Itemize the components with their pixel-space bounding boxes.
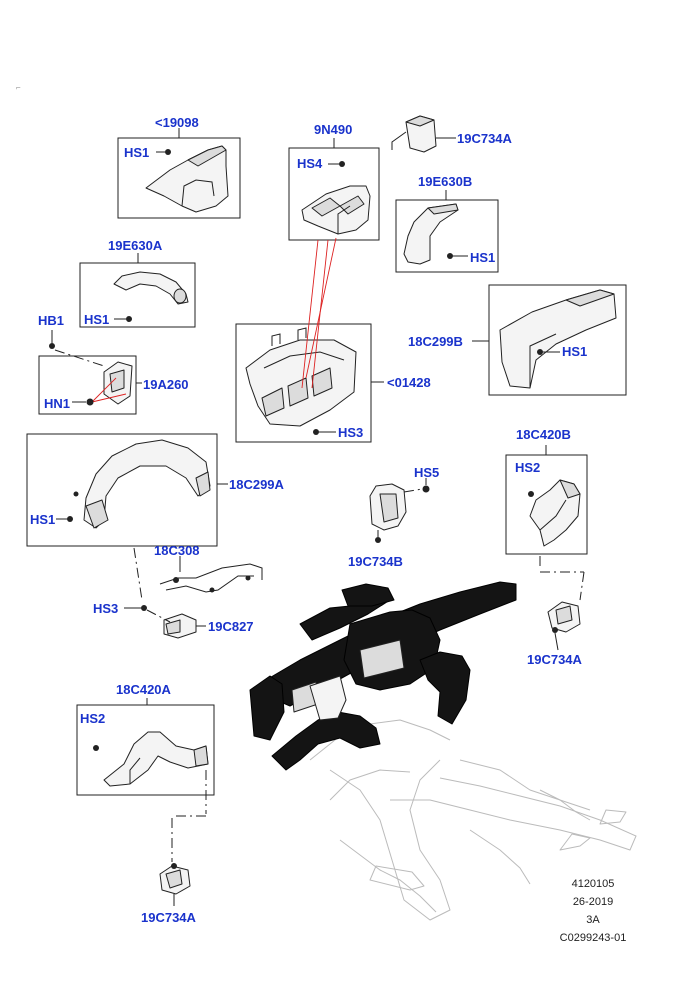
part-group-18C299B (472, 284, 627, 396)
label-hs4: HS4 (297, 156, 323, 171)
label-18C308: 18C308 (154, 543, 200, 558)
meta-line-1: 4120105 (571, 878, 615, 890)
label-19C734B: 19C734B (348, 554, 403, 569)
label-hs1-b: HS1 (470, 250, 495, 265)
part-group-19E630A (79, 253, 196, 328)
part-19C734A-top (391, 115, 456, 153)
part-group-01428 (235, 237, 384, 443)
label-01428: <01428 (387, 375, 431, 390)
label-18C299B: 18C299B (408, 334, 463, 349)
meta-line-3: 3A (586, 914, 600, 926)
label-hs2-a: HS2 (515, 460, 540, 475)
part-group-18C420A (76, 698, 215, 862)
main-duct-assembly (249, 581, 637, 921)
part-group-19E630B (395, 190, 499, 273)
part-group-19098 (117, 128, 241, 219)
label-19E630B: 19E630B (418, 174, 472, 189)
label-hs2-b: HS2 (80, 711, 105, 726)
label-hs3-b: HS3 (93, 601, 118, 616)
label-hs3-a: HS3 (338, 425, 363, 440)
part-19C734A-bottom (159, 863, 191, 906)
label-19C734A-mid: 19C734A (527, 652, 583, 667)
meta-line-2: 26-2019 (572, 896, 614, 908)
part-19C734A-mid (547, 601, 581, 651)
part-group-18C420B (505, 445, 588, 601)
label-19C734A-bottom: 19C734A (141, 910, 197, 925)
callout-labels: <19098 9N490 19C734A 19E630B 19E630A HS1… (30, 115, 587, 925)
label-18C299A: 18C299A (229, 477, 285, 492)
label-hb1: HB1 (38, 313, 64, 328)
corner-mark: ⌐ (16, 83, 21, 92)
label-19C734A-top: 19C734A (457, 131, 513, 146)
meta-line-4: C0299243-01 (559, 932, 627, 944)
part-19C734B (369, 478, 430, 543)
part-group-9N490 (288, 138, 380, 241)
part-group-18C299A (26, 433, 228, 547)
label-19098: <19098 (155, 115, 199, 130)
label-18C420A: 18C420A (116, 682, 172, 697)
label-19C827: 19C827 (208, 619, 254, 634)
label-19E630A: 19E630A (108, 238, 163, 253)
label-hs1-e: HS1 (30, 512, 55, 527)
part-group-19A260 (38, 330, 142, 415)
label-18C420B: 18C420B (516, 427, 571, 442)
label-19A260: 19A260 (143, 377, 189, 392)
part-group-18C308 (124, 547, 263, 639)
label-hs1-c: HS1 (84, 312, 109, 327)
label-hs1-a: HS1 (124, 145, 149, 160)
label-hs5: HS5 (414, 465, 439, 480)
label-9N490: 9N490 (314, 122, 352, 137)
label-hs1-d: HS1 (562, 344, 587, 359)
label-hn1: HN1 (44, 396, 70, 411)
